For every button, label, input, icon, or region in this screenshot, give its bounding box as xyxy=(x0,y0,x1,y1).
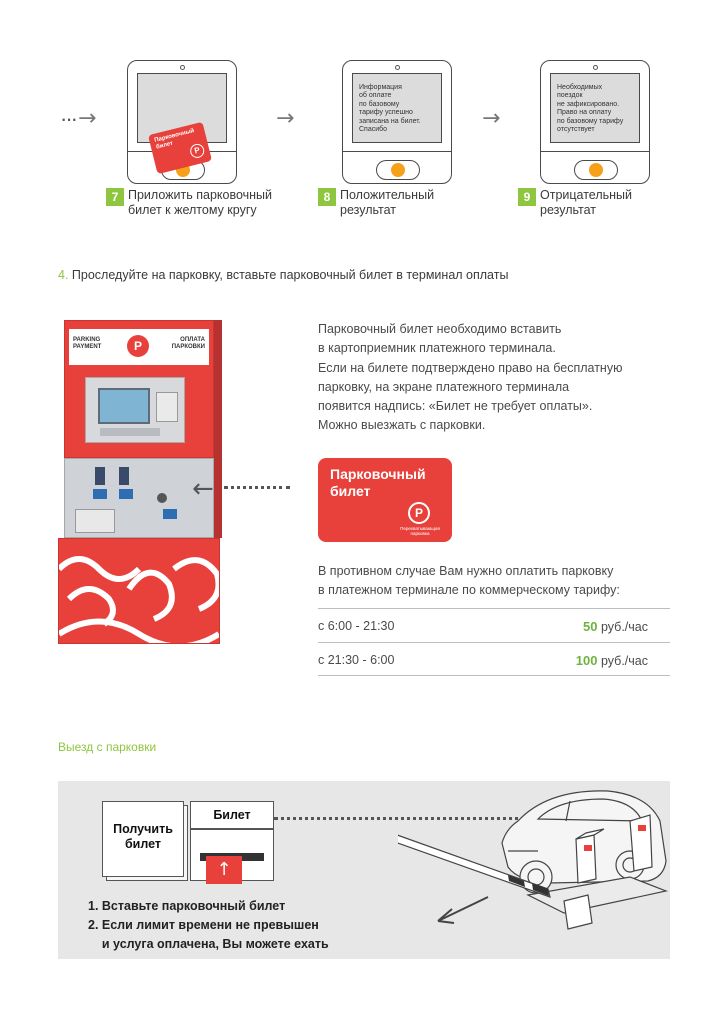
parking-logo-icon: P xyxy=(127,335,149,357)
rate-amount: 100 xyxy=(575,653,598,668)
commercial-rate-text: В противном случае Вам нужно оплатить па… xyxy=(318,564,620,598)
exit-heading: Выезд с парковки xyxy=(58,740,157,754)
step-number-8: 8 xyxy=(318,188,336,206)
exit-instructions: 1. Вставьте парковочный билет 2. Если ли… xyxy=(88,899,329,951)
rate-unit: руб./час xyxy=(597,620,648,634)
sticker xyxy=(163,509,177,519)
swirl-pattern xyxy=(59,556,219,643)
step-label-7: Приложить парковочный билет к желтому кр… xyxy=(128,188,273,217)
terminal-header-left: PARKING PAYMENT xyxy=(73,337,102,350)
terminal-base xyxy=(58,538,220,644)
arrow-left-icon: ← xyxy=(192,474,214,504)
rate-amount: 50 xyxy=(583,619,598,634)
step-label-9: Отрицательный результат xyxy=(540,188,633,217)
ticket-label: Билет xyxy=(213,808,251,822)
bill-slot xyxy=(119,467,129,485)
bill-slot xyxy=(95,467,105,485)
reader-pad xyxy=(376,160,420,180)
parking-logo-icon: P xyxy=(188,142,206,160)
step-number-7: 7 xyxy=(106,188,124,206)
parking-ticket-card: Парковочный билет P Перехватывающая парк… xyxy=(318,458,452,542)
get-ticket-label: Получить билет xyxy=(113,822,173,851)
terminal-screen-frame xyxy=(85,377,185,443)
screen-message-negative: Необходимых поездок не зафиксировано. Пр… xyxy=(557,84,624,134)
ticket-card-subtitle: Перехватывающая парковка xyxy=(400,526,440,536)
table-row: с 21:30 - 6:00 100 руб./час xyxy=(318,642,670,676)
dotted-arrow-lead: ··· xyxy=(60,106,78,131)
ticket-box: Билет xyxy=(190,801,274,829)
validator-screen: Необходимых поездок не зафиксировано. Пр… xyxy=(550,73,640,143)
rates-table: с 6:00 - 21:30 50 руб./час с 21:30 - 6:0… xyxy=(318,608,670,676)
validator-device-9: Необходимых поездок не зафиксировано. Пр… xyxy=(540,60,650,184)
parking-logo-icon: P xyxy=(408,502,430,524)
exit-panel: Получить билет Билет ↑ xyxy=(58,781,670,959)
validator-device-8: Информация об оплате по базовому тарифу … xyxy=(342,60,452,184)
sticker xyxy=(93,489,107,499)
rate-time: с 6:00 - 21:30 xyxy=(318,619,395,633)
camera-dot xyxy=(394,65,400,70)
rate-price: 50 руб./час xyxy=(583,619,648,634)
terminal-header-right: ОПЛАТА ПАРКОВКИ xyxy=(171,337,205,350)
keypad xyxy=(156,392,178,422)
ticket-card-title: Парковочный билет xyxy=(330,466,426,499)
terminal-side xyxy=(214,320,222,538)
rate-price: 100 руб./час xyxy=(576,653,648,668)
arrow-right-icon: → xyxy=(482,106,501,131)
dotted-line xyxy=(274,817,544,820)
car-barrier-illustration xyxy=(398,790,669,930)
section-number: 4. xyxy=(58,268,69,282)
card-slot xyxy=(100,428,160,436)
terminal-middle xyxy=(64,458,214,538)
yellow-circle xyxy=(391,163,405,177)
get-ticket-box: Получить билет xyxy=(102,801,184,877)
validator-screen: Информация об оплате по базовому тарифу … xyxy=(352,73,442,143)
reader-pad xyxy=(574,160,618,180)
arrow-right-icon: → xyxy=(78,106,97,131)
terminal-instructions: Парковочный билет необходимо вставить в … xyxy=(318,322,623,433)
camera-dot xyxy=(179,65,185,70)
step-number-9: 9 xyxy=(518,188,536,206)
payment-terminal-illustration: PARKING PAYMENT P ОПЛАТА ПАРКОВКИ xyxy=(58,320,228,650)
camera-dot xyxy=(592,65,598,70)
arrow-up-icon: ↑ xyxy=(206,856,242,884)
section-heading: 4. Проследуйте на парковку, вставьте пар… xyxy=(58,268,508,282)
step-label-8: Положительный результат xyxy=(340,188,435,217)
sticker xyxy=(119,489,133,499)
screen-message-positive: Информация об оплате по базовому тарифу … xyxy=(359,84,421,134)
coin-slot xyxy=(157,493,167,503)
section-text: Проследуйте на парковку, вставьте парков… xyxy=(71,268,509,282)
terminal-upper: PARKING PAYMENT P ОПЛАТА ПАРКОВКИ xyxy=(64,320,214,458)
table-row: с 6:00 - 21:30 50 руб./час xyxy=(318,608,670,642)
yellow-circle xyxy=(589,163,603,177)
terminal-screen xyxy=(98,388,150,424)
terminal-header: PARKING PAYMENT P ОПЛАТА ПАРКОВКИ xyxy=(69,329,209,365)
dispenser-tray xyxy=(75,509,115,533)
rate-unit: руб./час xyxy=(597,654,648,668)
arrow-right-icon: → xyxy=(276,106,295,131)
rate-time: с 21:30 - 6:00 xyxy=(318,653,395,667)
dotted-line xyxy=(224,486,290,489)
